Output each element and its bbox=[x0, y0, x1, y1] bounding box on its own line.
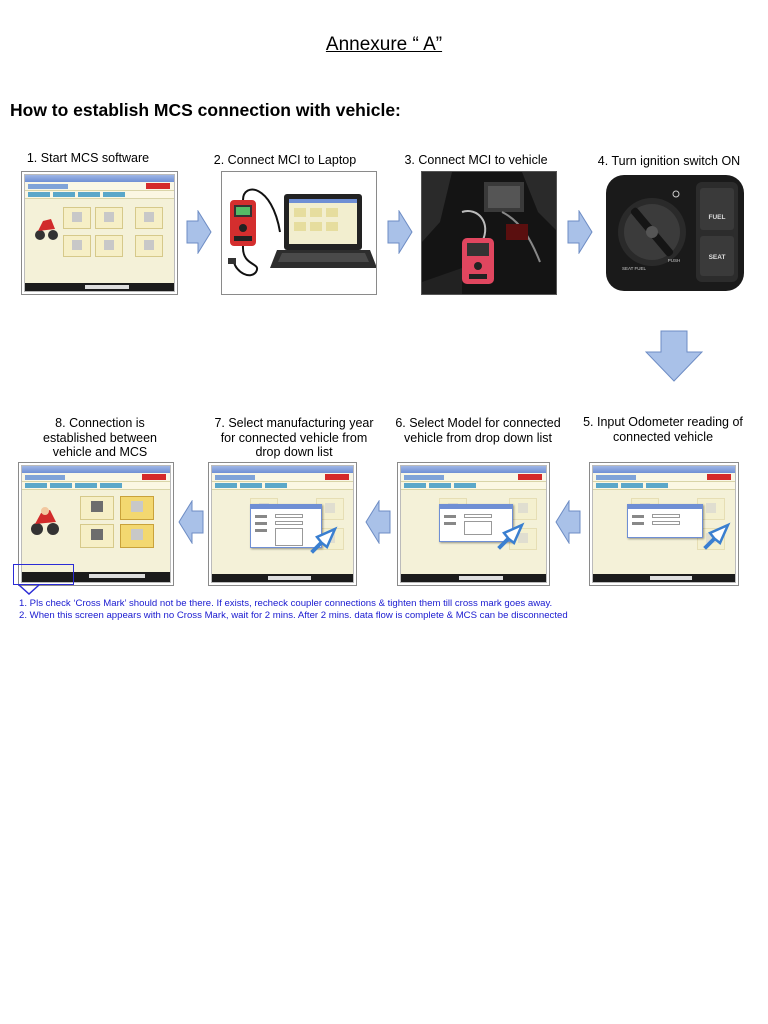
step-1-label: 1. Start MCS software bbox=[26, 151, 150, 165]
mouse-cursor-icon bbox=[310, 526, 338, 554]
arrow-left-icon bbox=[365, 500, 391, 544]
note-2: 2. When this screen appears with no Cros… bbox=[19, 610, 568, 621]
note-1: 1. Pls check ‘Cross Mark’ should not be … bbox=[19, 598, 553, 609]
notes: 1. Pls check ‘Cross Mark’ should not be … bbox=[19, 598, 568, 622]
step-5-label: 5. Input Odometer reading of connected v… bbox=[583, 415, 743, 444]
step-2-image bbox=[221, 171, 377, 295]
step-8-label: 8. Connection is established between veh… bbox=[43, 416, 157, 459]
step-8-image bbox=[18, 462, 174, 586]
callout-pointer-icon bbox=[18, 584, 40, 596]
seat-fuel-label: SEAT FUEL bbox=[622, 266, 647, 271]
arrow-left-icon bbox=[555, 500, 581, 544]
step-7-image bbox=[208, 462, 357, 586]
mouse-cursor-icon bbox=[703, 522, 731, 550]
step-3-image bbox=[421, 171, 557, 295]
step-4-label: 4. Turn ignition switch ON bbox=[597, 154, 741, 168]
step-2-label: 2. Connect MCI to Laptop bbox=[213, 153, 357, 167]
arrow-right-icon bbox=[567, 210, 593, 254]
step-3-label: 3. Connect MCI to vehicle bbox=[404, 153, 548, 167]
step-6-label: 6. Select Model for connected vehicle fr… bbox=[395, 416, 561, 445]
arrow-left-icon bbox=[178, 500, 204, 544]
cross-mark-highlight bbox=[13, 564, 74, 585]
push-label: PUSH bbox=[668, 258, 681, 263]
arrow-right-icon bbox=[387, 210, 413, 254]
step-5-image bbox=[589, 462, 739, 586]
step-7-label: 7. Select manufacturing year for connect… bbox=[214, 416, 374, 459]
step-1-image bbox=[21, 171, 178, 295]
step-6-image bbox=[397, 462, 550, 586]
arrow-down-icon bbox=[645, 330, 703, 382]
step-4-image: FUEL SEAT SEAT FUEL PUSH bbox=[604, 172, 746, 294]
seat-switch-label: SEAT bbox=[709, 254, 726, 261]
annexure-title: Annexure “ A” bbox=[325, 34, 443, 55]
mouse-cursor-icon bbox=[497, 522, 525, 550]
arrow-right-icon bbox=[186, 210, 212, 254]
fuel-switch-label: FUEL bbox=[709, 214, 726, 221]
page-heading: How to establish MCS connection with veh… bbox=[10, 100, 401, 120]
